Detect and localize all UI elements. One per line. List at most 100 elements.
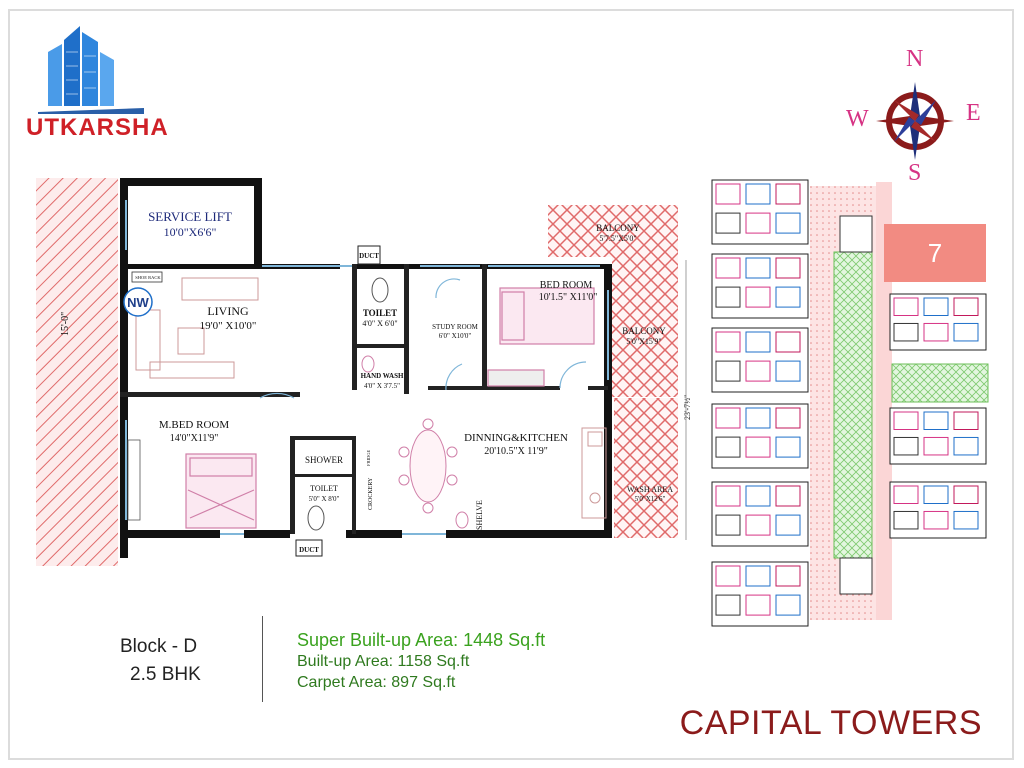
- duct-top-box: [357, 245, 381, 265]
- fridge-label: FRIDGE: [366, 449, 371, 466]
- dim-left-label: 15'-0": [60, 312, 71, 336]
- unit-room-mark: [953, 510, 979, 530]
- right-units: [889, 293, 987, 539]
- living-name: LIVING: [207, 304, 249, 318]
- building-logo-icon: [38, 26, 144, 114]
- unit-room-mark: [745, 183, 771, 205]
- unit-room-mark: [775, 212, 801, 234]
- dining-table: [398, 418, 458, 514]
- toilet2-name: TOILET: [310, 484, 338, 493]
- crockery-label: CROCKERY: [368, 477, 374, 510]
- unit-room-mark: [715, 257, 741, 279]
- unit-room-mark: [715, 407, 741, 429]
- unit-room-mark: [923, 297, 949, 316]
- study-size: 6'0" X10'0": [439, 332, 472, 340]
- compass-rose-icon: [876, 82, 954, 160]
- living-size: 19'0" X10'0": [200, 320, 257, 332]
- unit-room-mark: [923, 510, 949, 530]
- bedroom-size: 10'1.5" X11'0": [539, 292, 598, 303]
- dim-right-label: 23'-7½": [683, 395, 692, 420]
- unit-room-mark: [775, 436, 801, 458]
- unit-room-mark: [775, 485, 801, 507]
- unit-room-mark: [745, 286, 771, 308]
- unit-room-mark: [745, 594, 771, 616]
- bhk-label: 2.5 BHK: [130, 664, 201, 685]
- unit-room-mark: [775, 331, 801, 353]
- carpet-area: Carpet Area: 897 Sq.ft: [297, 674, 456, 691]
- unit-room-mark: [893, 436, 919, 456]
- duct-bottom-label: DUCT: [299, 546, 319, 554]
- area-details: Super Built-up Area: 1448 Sq.ft Built-up…: [297, 630, 545, 693]
- unit-info: Block - D 2.5 BHK: [120, 633, 201, 689]
- left-units: [711, 179, 809, 627]
- toilet2-size: 5'0" X 8'0": [309, 495, 340, 503]
- unit-room-mark: [715, 183, 741, 205]
- study-name: STUDY ROOM: [432, 323, 479, 331]
- toilet1-size: 4'0" X 6'0": [362, 319, 397, 328]
- brand-name: UTKARSHA: [26, 114, 169, 141]
- bedroom-bed: [487, 287, 595, 387]
- right-unit-block: [889, 481, 987, 539]
- unit-room-mark: [715, 514, 741, 536]
- kitchen-counter: [581, 427, 607, 519]
- unit-room-mark: [745, 485, 771, 507]
- info-separator: [262, 616, 263, 702]
- unit-room-mark: [715, 360, 741, 382]
- unit-room-mark: [715, 436, 741, 458]
- unit-room-mark: [893, 297, 919, 316]
- wash-area-hatch: [614, 398, 678, 538]
- unit-room-mark: [745, 407, 771, 429]
- unit-room-mark: [923, 322, 949, 342]
- unit-room-mark: [923, 436, 949, 456]
- green-strip-horizontal: [891, 363, 989, 403]
- unit-room-mark: [953, 411, 979, 430]
- right-road: [876, 182, 892, 620]
- unit-room-mark: [775, 286, 801, 308]
- wash-name: WASH AREA: [627, 485, 673, 494]
- unit-room-mark: [745, 514, 771, 536]
- unit-room-mark: [745, 565, 771, 587]
- unit-room-mark: [775, 594, 801, 616]
- left-unit-block: [711, 327, 809, 393]
- hand-wash-size: 4'0" X 3'7.5": [364, 382, 400, 390]
- top-balcony-hatch: [548, 205, 678, 257]
- block-label: Block - D: [120, 636, 198, 657]
- hand-wash-name: HAND WASH: [361, 372, 404, 380]
- duct-bottom-box: [295, 539, 323, 557]
- unit-room-mark: [715, 565, 741, 587]
- left-unit-block: [711, 179, 809, 245]
- unit-room-mark: [953, 485, 979, 504]
- shower-name: SHOWER: [305, 455, 343, 465]
- left-unit-block: [711, 481, 809, 547]
- unit-room-mark: [745, 360, 771, 382]
- bedroom-name: BED ROOM: [540, 280, 593, 291]
- left-unit-block: [711, 561, 809, 627]
- compass-north: N: [906, 46, 924, 72]
- unit-room-mark: [953, 322, 979, 342]
- unit-room-mark: [715, 212, 741, 234]
- service-lift-size: 10'0"X6'6": [164, 225, 217, 239]
- unit-room-mark: [953, 297, 979, 316]
- unit-room-mark: [775, 257, 801, 279]
- compass-west: W: [846, 106, 869, 132]
- duct-top-label: DUCT: [359, 252, 379, 260]
- unit-room-mark: [745, 257, 771, 279]
- balcony2-size: 5'0"X15'9": [626, 337, 661, 346]
- balcony2-name: BALCONY: [622, 326, 666, 336]
- unit-room-mark: [775, 407, 801, 429]
- site-plan: 7: [711, 179, 989, 627]
- unit-room-mark: [893, 322, 919, 342]
- dining-name: DINNING&KITCHEN: [464, 432, 568, 444]
- toilet1-name: TOILET: [363, 308, 397, 318]
- super-built-up-area: Super Built-up Area: 1448 Sq.ft: [297, 630, 546, 650]
- unit-room-mark: [715, 594, 741, 616]
- highlight-unit-number: 7: [928, 238, 942, 268]
- shoe-rack-label: SHOE RACK: [135, 275, 161, 280]
- nw-label: NW: [127, 295, 149, 310]
- unit-room-mark: [923, 485, 949, 504]
- right-unit-block: [889, 293, 987, 351]
- unit-room-mark: [775, 183, 801, 205]
- project-name: CAPITAL TOWERS: [679, 704, 982, 742]
- shelve-label: SHELVE: [475, 500, 484, 530]
- stair-block-bottom: [839, 557, 873, 595]
